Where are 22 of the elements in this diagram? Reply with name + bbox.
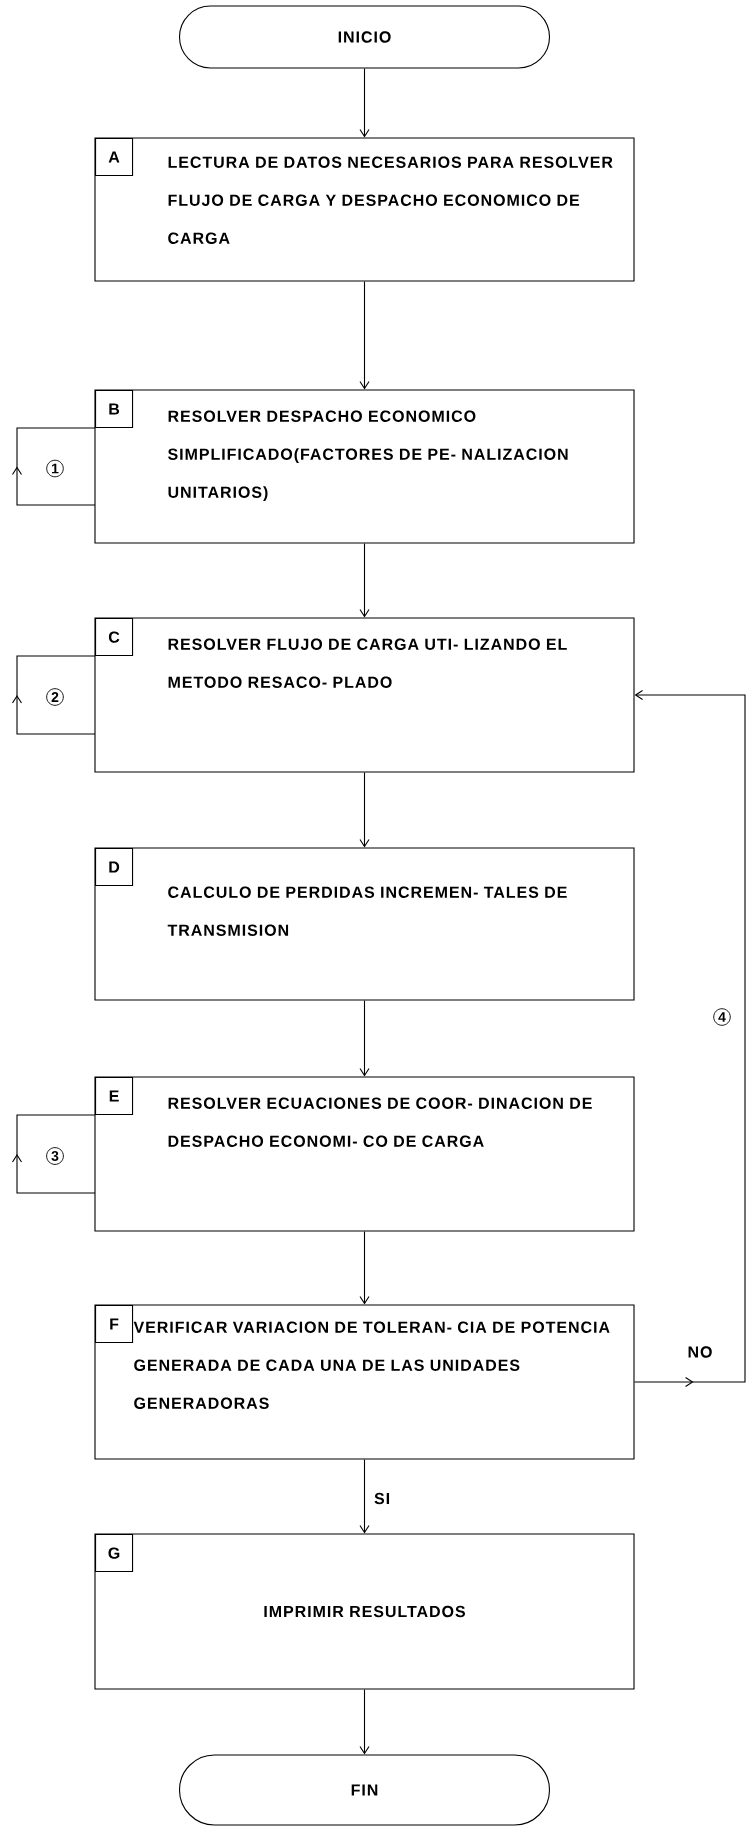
letter-box: E bbox=[95, 1077, 134, 1116]
letter-box: A bbox=[95, 138, 134, 177]
letter-box: D bbox=[95, 848, 134, 887]
arrow bbox=[359, 1689, 370, 1755]
edge-label: NO bbox=[686, 1345, 714, 1359]
arrow bbox=[359, 1459, 370, 1534]
callout-number: 4 bbox=[713, 1008, 731, 1026]
callout-number: 2 bbox=[46, 688, 64, 706]
arrow bbox=[359, 1000, 370, 1077]
arrow bbox=[359, 1231, 370, 1305]
arrow bbox=[359, 543, 370, 618]
callout-number: 3 bbox=[46, 1147, 64, 1165]
arrow bbox=[359, 772, 370, 848]
arrow bbox=[359, 68, 370, 138]
letter-box: B bbox=[95, 390, 134, 429]
return-arrow bbox=[634, 689, 746, 1388]
arrow bbox=[359, 281, 370, 390]
letter-box: G bbox=[95, 1534, 134, 1573]
callout-number: 1 bbox=[46, 459, 64, 478]
letter-box: F bbox=[95, 1305, 134, 1344]
letter-box: C bbox=[95, 618, 134, 657]
edge-label: SI bbox=[373, 1491, 392, 1506]
